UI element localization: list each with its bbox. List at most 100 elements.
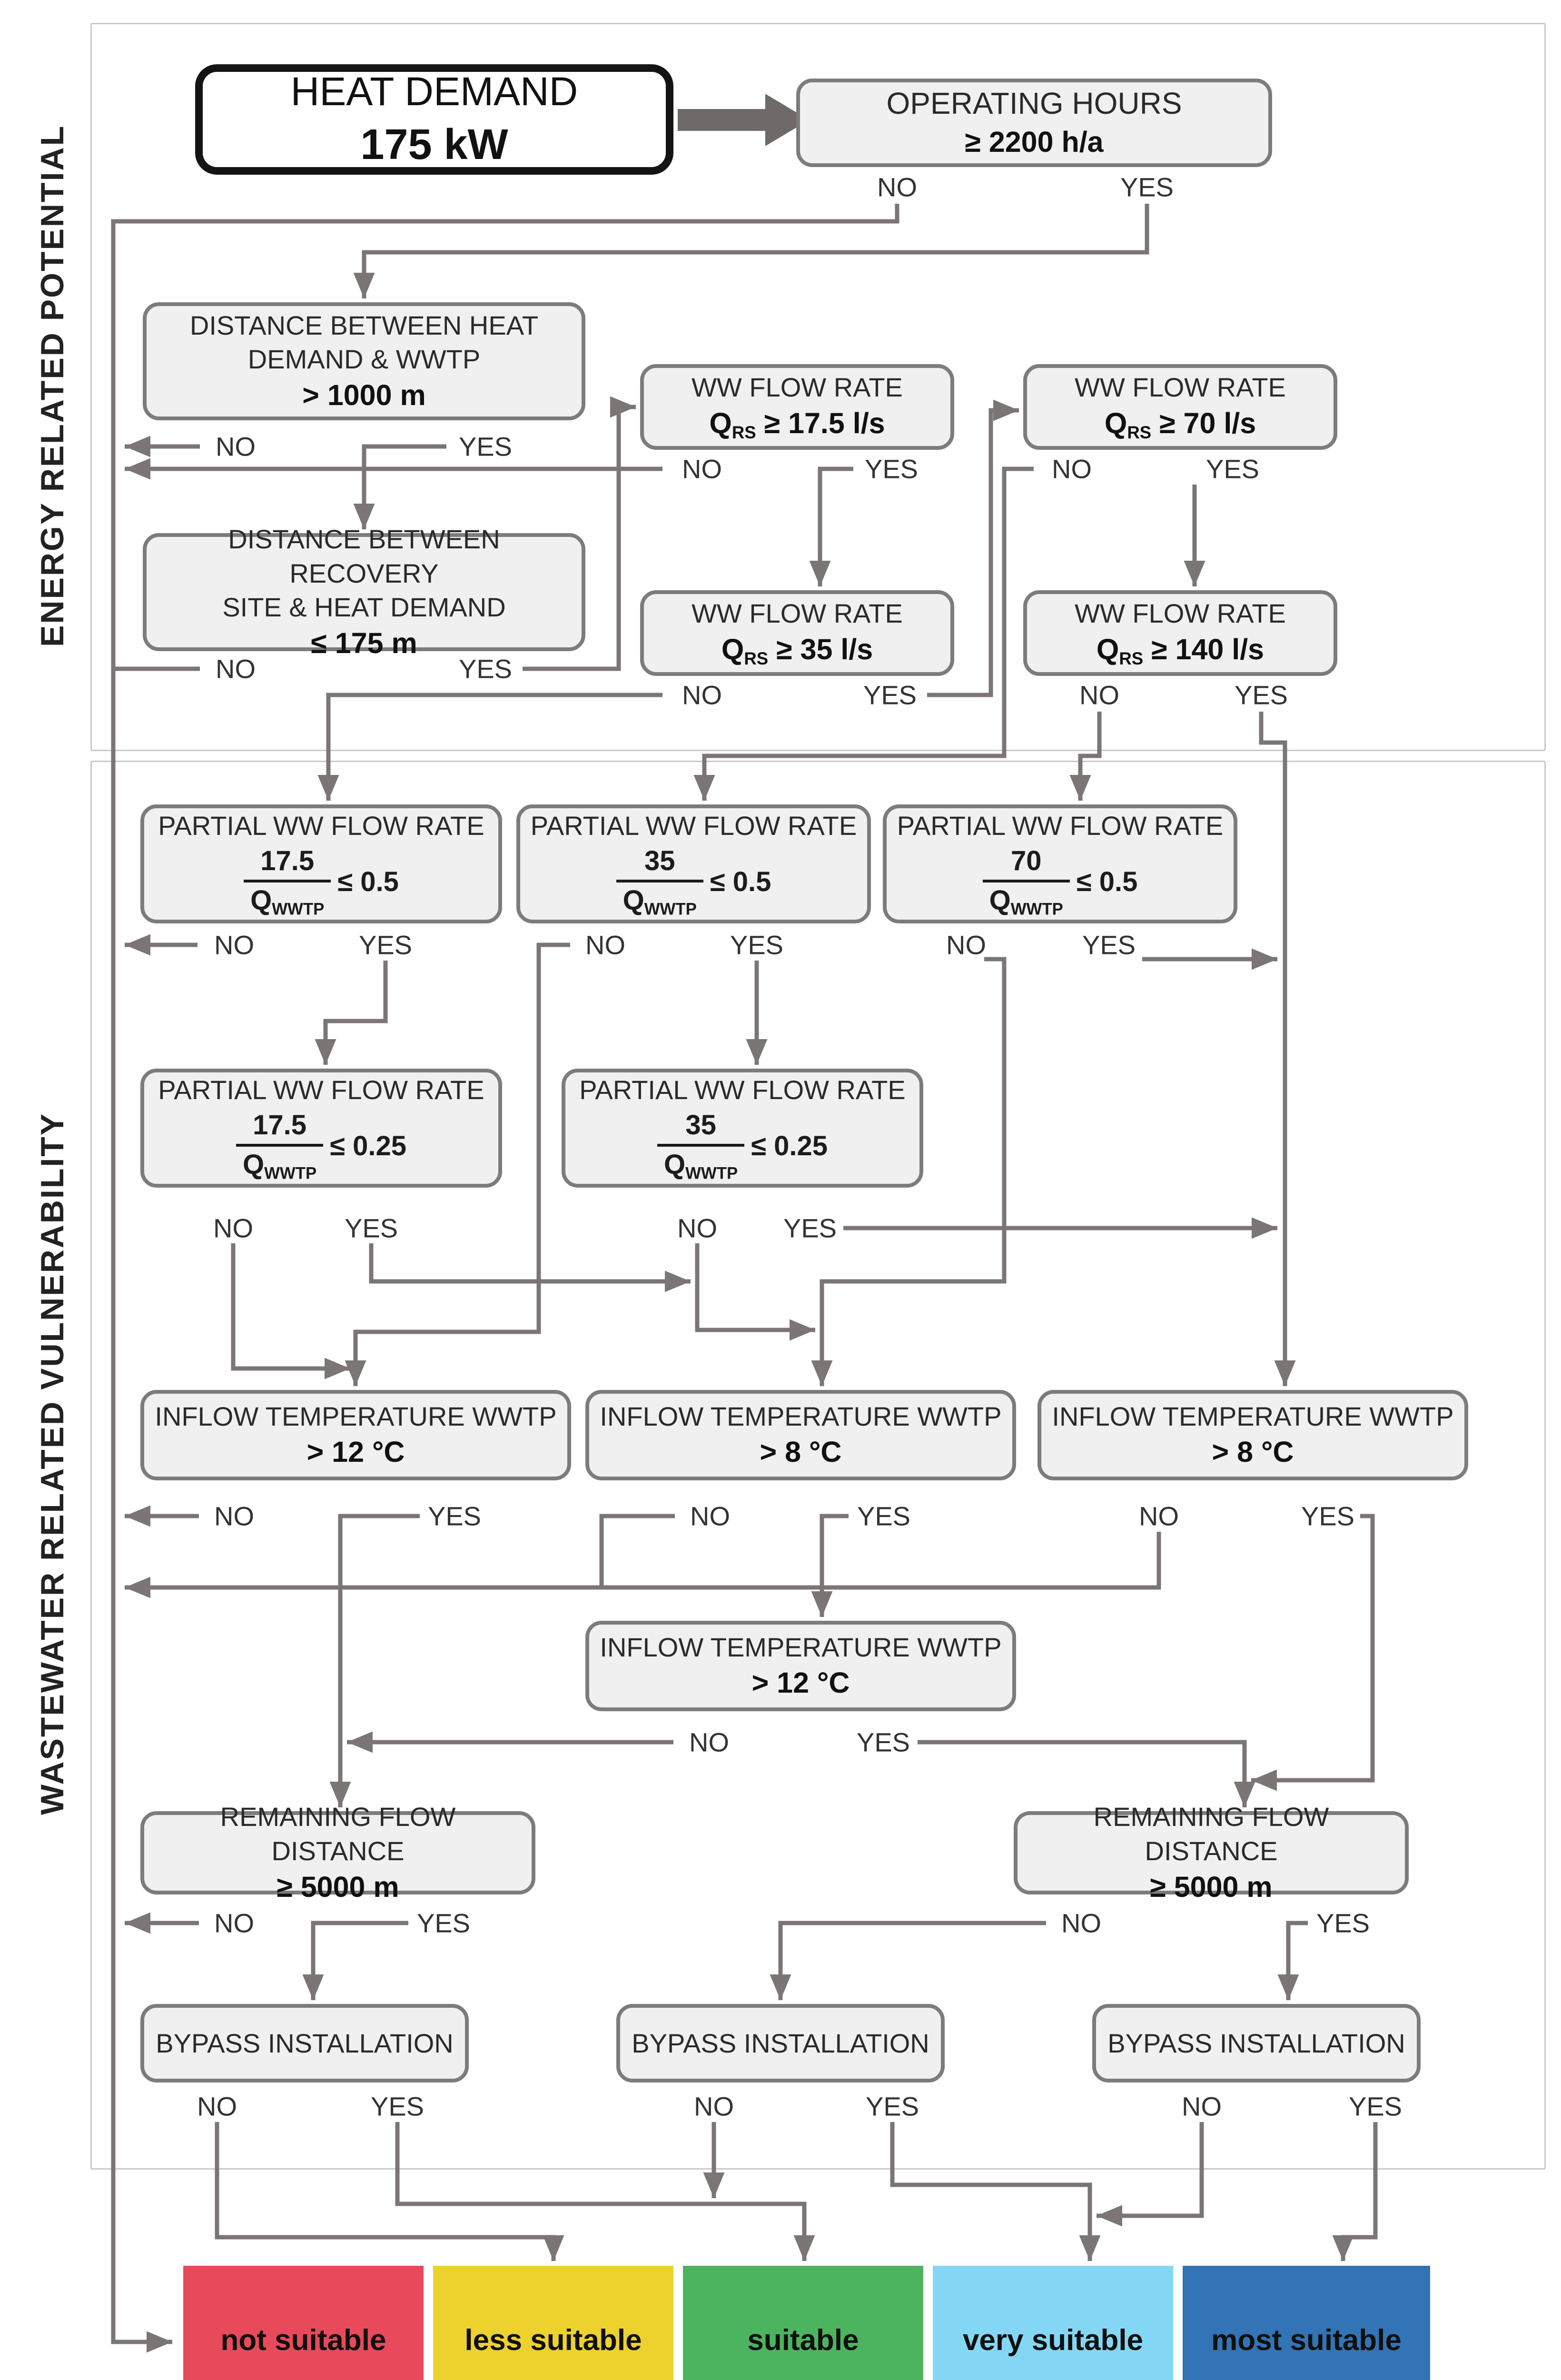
path-partial-l2-yes (369, 1243, 691, 1292)
path-bypass-right-no (1097, 2122, 1204, 2227)
node-heat-demand: HEAT DEMAND 175 kW (195, 64, 673, 175)
node-title: SITE & HEAT DEMAND (222, 592, 506, 623)
path-inflow-left-yes (329, 1514, 420, 1807)
label-distance2-no: NO (216, 654, 256, 684)
path-ww35-no (317, 693, 662, 801)
label-bypass-mid-yes: YES (865, 2091, 919, 2122)
node-partial-35-05: PARTIAL WW FLOW RATE 35 QWWTP ≤ 0.5 (516, 804, 871, 923)
label-inflow-left-no: NO (214, 1501, 254, 1531)
path-remaining-right-yes (1277, 1921, 1308, 2000)
label-bypass-right-yes: YES (1348, 2091, 1403, 2122)
label-operating-no: NO (877, 172, 917, 202)
fraction: 35 QWWTP ≤ 0.25 (657, 1109, 828, 1183)
label-ww70-yes: YES (1205, 454, 1260, 484)
node-partial-70-05: PARTIAL WW FLOW RATE 70 QWWTP ≤ 0.5 (883, 804, 1237, 923)
label-inflow-right-no: NO (1139, 1501, 1179, 1531)
label-inflow-right-yes: YES (1301, 1501, 1355, 1531)
node-partial-17-5-025: PARTIAL WW FLOW RATE 17.5 QWWTP ≤ 0.25 (140, 1069, 502, 1188)
node-title: DISTANCE BETWEEN RECOVERY (228, 524, 500, 588)
node-value: QRS ≥ 140 l/s (1096, 633, 1265, 668)
fraction: 17.5 QWWTP ≤ 0.5 (244, 845, 399, 919)
path-bypass-left-no (215, 2122, 564, 2261)
path-bypass-right-yes (1332, 2122, 1378, 2261)
node-ww-flow-35: WW FLOW RATE QRS ≥ 35 l/s (640, 590, 954, 676)
node-title: OPERATING HOURS (886, 86, 1182, 121)
outcome-label: less suitable (464, 2323, 642, 2357)
label-partial-r1-yes: YES (1082, 930, 1136, 960)
label-distance1-yes: YES (458, 431, 513, 462)
node-title: BYPASS INSTALLATION (632, 2028, 929, 2058)
fraction: 17.5 QWWTP ≤ 0.25 (236, 1109, 406, 1183)
label-ww140-no: NO (1079, 680, 1119, 710)
node-distance-wwtp: DISTANCE BETWEEN HEAT DEMAND & WWTP > 10… (143, 302, 585, 420)
label-partial-l1-no: NO (214, 930, 254, 960)
outcome-label: not suitable (220, 2323, 386, 2357)
path-ww17-yes (809, 466, 853, 586)
node-title: INFLOW TEMPERATURE WWTP (155, 1401, 557, 1431)
label-bypass-right-no: NO (1182, 2091, 1222, 2122)
node-title: WW FLOW RATE (692, 372, 903, 402)
path-operating-yes (353, 204, 1149, 298)
path-partial-r1-no (811, 957, 1007, 1386)
label-partial-m2-yes: YES (783, 1213, 837, 1243)
outcome-suitable: suitable (683, 2266, 923, 2380)
label-distance1-no: NO (216, 431, 256, 462)
node-title: DISTANCE BETWEEN HEAT (189, 310, 539, 340)
path-inflow2-yes (918, 1740, 1255, 1807)
node-inflow-12-mid: INFLOW TEMPERATURE WWTP > 12 °C (585, 1621, 1016, 1711)
node-inflow-12-left: INFLOW TEMPERATURE WWTP > 12 °C (140, 1390, 571, 1480)
label-operating-yes: YES (1120, 172, 1174, 202)
node-title: BYPASS INSTALLATION (156, 2028, 454, 2058)
node-ww-flow-70: WW FLOW RATE QRS ≥ 70 l/s (1023, 364, 1337, 450)
node-title: PARTIAL WW FLOW RATE (579, 1075, 906, 1105)
energy-section-label: ENERGY RELATED POTENTIAL (34, 124, 70, 647)
node-partial-35-025: PARTIAL WW FLOW RATE 35 QWWTP ≤ 0.25 (562, 1069, 923, 1188)
fraction: 70 QWWTP ≤ 0.5 (982, 845, 1137, 919)
label-partial-m1-no: NO (585, 930, 625, 960)
node-title: DEMAND & WWTP (247, 344, 481, 375)
path-ww140-no (1069, 712, 1102, 801)
path-ww140-yes (1259, 712, 1296, 1386)
label-inflow-mid-yes: YES (857, 1501, 911, 1531)
path-inflow-mid-no (599, 1514, 675, 1586)
label-remaining-right-yes: YES (1316, 1908, 1370, 1938)
node-value: 175 kW (360, 121, 508, 169)
node-title: REMAINING FLOW DISTANCE (220, 1802, 456, 1866)
label-remaining-left-yes: YES (416, 1908, 471, 1938)
node-bypass-right: BYPASS INSTALLATION (1092, 2004, 1421, 2082)
path-ww35-yes (927, 399, 1019, 697)
path-partial-m1-no (345, 942, 570, 1386)
path-inflow-mid-yes (811, 1514, 849, 1617)
node-value: > 8 °C (1212, 1436, 1294, 1468)
node-operating-hours: OPERATING HOURS ≥ 2200 h/a (796, 79, 1272, 167)
node-title: BYPASS INSTALLATION (1107, 2028, 1405, 2058)
node-title: INFLOW TEMPERATURE WWTP (1052, 1401, 1454, 1431)
node-value: ≥ 5000 m (277, 1870, 399, 1903)
node-remaining-right: REMAINING FLOW DISTANCE ≥ 5000 m (1014, 1802, 1409, 1903)
node-partial-17-5-05: PARTIAL WW FLOW RATE 17.5 QWWTP ≤ 0.5 (140, 804, 502, 923)
node-distance-recovery: DISTANCE BETWEEN RECOVERY SITE & HEAT DE… (143, 524, 585, 659)
node-value: > 12 °C (306, 1436, 405, 1468)
path-bypass-mid-yes (890, 2122, 1101, 2261)
energy-section-frame (90, 23, 1546, 751)
node-title: PARTIAL WW FLOW RATE (158, 1075, 484, 1105)
node-title: PARTIAL WW FLOW RATE (897, 811, 1224, 841)
label-ww140-yes: YES (1234, 680, 1288, 710)
node-ww-flow-17-5: WW FLOW RATE QRS ≥ 17.5 l/s (640, 364, 954, 450)
node-title: WW FLOW RATE (1075, 372, 1286, 402)
label-inflow2-no: NO (689, 1727, 729, 1757)
wastewater-section-label: WASTEWATER RELATED VULNERABILITY (34, 1112, 70, 1815)
path-not-suitable-collector (111, 204, 899, 2353)
label-remaining-right-no: NO (1061, 1908, 1101, 1938)
decision-paths (111, 204, 1378, 2353)
label-inflow-mid-no: NO (690, 1501, 730, 1531)
outcome-not-suitable: not suitable (183, 2266, 424, 2380)
label-ww70-no: NO (1052, 454, 1092, 484)
node-title: WW FLOW RATE (692, 598, 903, 628)
node-value: QRS ≥ 17.5 l/s (709, 407, 885, 442)
label-partial-m2-no: NO (677, 1213, 717, 1243)
path-partial-l1-yes (315, 961, 388, 1065)
outcome-most-suitable: most suitable (1183, 2266, 1430, 2380)
